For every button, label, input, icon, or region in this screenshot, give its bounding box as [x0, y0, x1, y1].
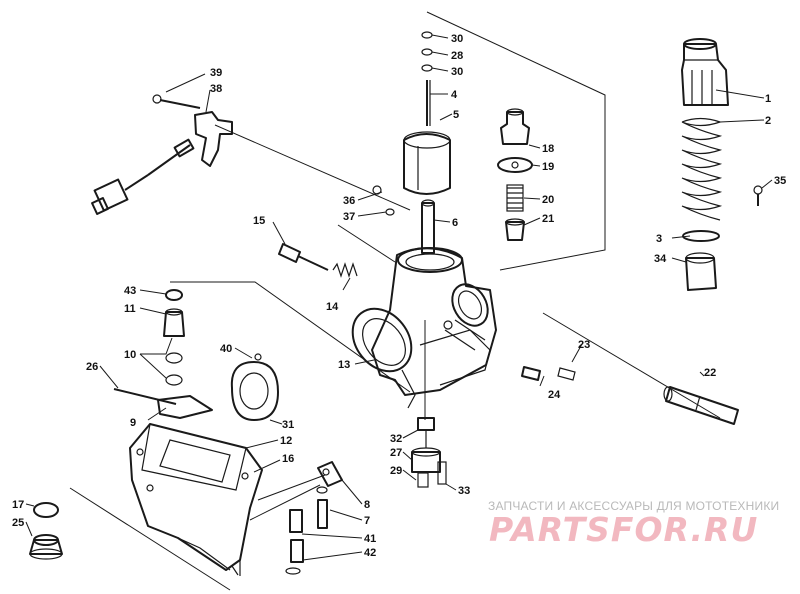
- part-label: 37: [343, 211, 355, 223]
- part-label: 43: [124, 285, 136, 297]
- part-label: 25: [12, 517, 24, 529]
- part-label: 28: [451, 50, 463, 62]
- part-label: 16: [282, 453, 294, 465]
- part-label: 40: [220, 343, 232, 355]
- lower-jet-parts: [411, 417, 447, 488]
- float-and-pin: [113, 353, 279, 421]
- part-label: 18: [542, 143, 554, 155]
- part-label: 13: [338, 359, 350, 371]
- part-label: 24: [548, 389, 561, 401]
- part-label: 30: [451, 33, 463, 45]
- part-label: 4: [451, 89, 458, 101]
- part-label: 2: [765, 115, 771, 127]
- float-bowl: [129, 423, 263, 576]
- carburetor-body: [351, 247, 497, 409]
- part-label: 17: [12, 499, 24, 511]
- assembly-guide-lines: [69, 11, 721, 591]
- part-label: 15: [253, 215, 265, 227]
- part-label: 36: [343, 195, 355, 207]
- watermark-tagline: ЗАПЧАСТИ И АКСЕССУАРЫ ДЛЯ МОТОТЕХНИКИ: [488, 499, 780, 513]
- part-label: 27: [390, 447, 402, 459]
- inlet-fitting: [163, 289, 185, 386]
- part-label: 39: [210, 67, 222, 79]
- part-label: 34: [654, 253, 667, 265]
- part-label: 22: [704, 367, 716, 379]
- air-screw-and-spring: [278, 243, 358, 278]
- part-label: 20: [542, 194, 554, 206]
- part-label: 29: [390, 465, 402, 477]
- idle-screw-and-rod: [372, 185, 435, 254]
- part-label: 35: [774, 175, 786, 187]
- part-label: 26: [86, 361, 98, 373]
- bowl-hardware: [285, 461, 343, 575]
- needle-and-slide: [403, 31, 451, 195]
- part-label: 11: [124, 303, 136, 315]
- part-label: 32: [390, 433, 402, 445]
- part-label: 33: [458, 485, 470, 497]
- part-label: 12: [280, 435, 292, 447]
- part-label: 23: [578, 339, 590, 351]
- part-label: 8: [364, 499, 370, 511]
- part-label: 21: [542, 213, 554, 225]
- part-label: 5: [453, 109, 459, 121]
- part-label: 42: [364, 547, 376, 559]
- fuel-hose-and-fitting: [521, 366, 739, 425]
- top-cap-assembly: [681, 38, 763, 291]
- part-label: 41: [364, 533, 376, 545]
- part-label: 30: [451, 66, 463, 78]
- part-label: 14: [326, 301, 339, 313]
- jet-assembly: [497, 108, 533, 241]
- part-label: 3: [656, 233, 662, 245]
- drain-plug: [29, 502, 63, 560]
- throttle-bracket-assembly: [91, 94, 233, 215]
- part-label: 38: [210, 83, 222, 95]
- part-label: 1: [765, 93, 771, 105]
- part-label: 9: [130, 417, 136, 429]
- part-label: 10: [124, 349, 136, 361]
- part-label: 7: [364, 515, 370, 527]
- part-number-labels: 1 2 3 4 5 6 7 8 9 10 11 12 13 14 15 16 1…: [12, 33, 786, 559]
- leader-lines: [25, 34, 773, 561]
- watermark-logo: PARTSFOR.RU: [489, 510, 759, 549]
- part-label: 6: [452, 217, 458, 229]
- part-label: 31: [282, 419, 294, 431]
- part-label: 19: [542, 161, 554, 173]
